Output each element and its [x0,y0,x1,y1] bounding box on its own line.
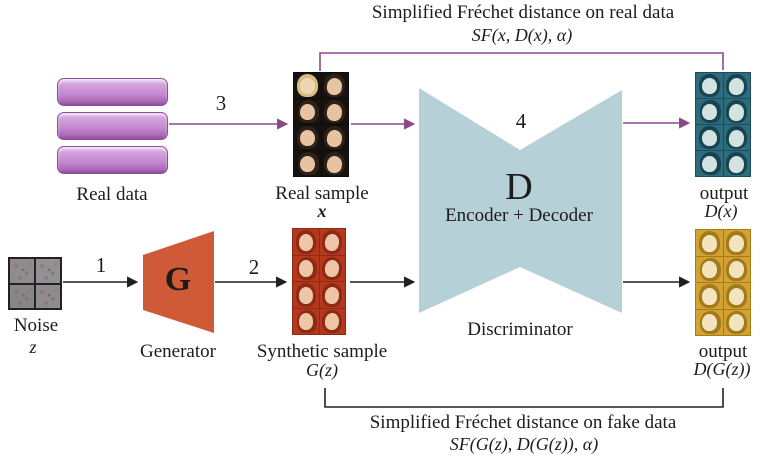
real-frechet-formula: SF(x, D(x), α) [471,25,573,45]
face-cell [723,73,750,98]
face-cell [293,229,319,255]
step-4-label: 4 [515,109,527,133]
face-cell [723,99,750,124]
noise-image [8,257,62,310]
fake-output-symbol: D(G(z)) [693,359,751,379]
face-cell [723,151,750,176]
face-cell [294,151,321,176]
generator-label: Generator [140,341,216,362]
noise-cell [36,284,60,308]
generator-shape [143,231,214,333]
face-cell [696,256,723,282]
face-cell [696,125,723,150]
real-frechet-connector-line [319,52,724,71]
discriminator-label: Discriminator [467,319,573,340]
noise-label: Noise [13,315,59,336]
face-cell [696,151,723,176]
fake-frechet-formula: SF(G(z), D(G(z)), α) [449,434,599,454]
real-sample-symbol: x [317,201,327,221]
real-data-label: Real data [76,184,148,205]
face-cell [321,99,348,124]
face-cell [319,282,345,308]
generator-letter: G [164,261,192,298]
database-bar [57,78,168,106]
face-cell [321,151,348,176]
fake-frechet-connector-line [324,388,724,408]
face-cell [294,99,321,124]
face-cell [294,73,321,98]
face-cell [319,308,345,334]
step-1-label: 1 [95,253,107,277]
discriminator-letter: D [505,166,533,208]
face-cell [293,308,319,334]
real-sample-image [293,72,349,177]
face-cell [723,283,750,309]
face-cell [321,125,348,150]
noise-symbol: z [29,337,37,357]
face-cell [696,73,723,98]
face-cell [319,255,345,281]
face-cell [723,125,750,150]
face-cell [319,229,345,255]
face-cell [696,230,723,256]
face-cell [723,309,750,335]
discriminator-shape [419,88,622,313]
step-2-label: 2 [248,255,260,279]
database-bar [57,146,168,174]
face-cell [294,125,321,150]
real-frechet-title: Simplified Fréchet distance on real data [371,2,675,23]
synthetic-sample-label: Synthetic sample [256,341,388,362]
noise-cell [36,259,60,283]
face-cell [293,282,319,308]
noise-cell [10,284,34,308]
real-output-image [695,72,751,177]
synthetic-sample-symbol: G(z) [306,360,338,380]
fake-output-image [695,229,751,336]
database-bar [57,112,168,140]
fake-frechet-title: Simplified Fréchet distance on fake data [369,412,677,433]
face-cell [696,99,723,124]
step-3-label: 3 [215,91,227,115]
face-cell [696,283,723,309]
synthetic-sample-image [292,228,346,335]
fake-output-label: output [698,341,748,362]
face-cell [723,256,750,282]
face-cell [696,309,723,335]
face-cell [293,255,319,281]
face-cell [321,73,348,98]
discriminator-sublabel: Encoder + Decoder [445,205,593,226]
real-sample-label: Real sample [275,183,369,204]
real-output-label: output [699,183,749,204]
real-output-symbol: D(x) [704,201,738,221]
noise-cell [10,259,34,283]
face-cell [723,230,750,256]
